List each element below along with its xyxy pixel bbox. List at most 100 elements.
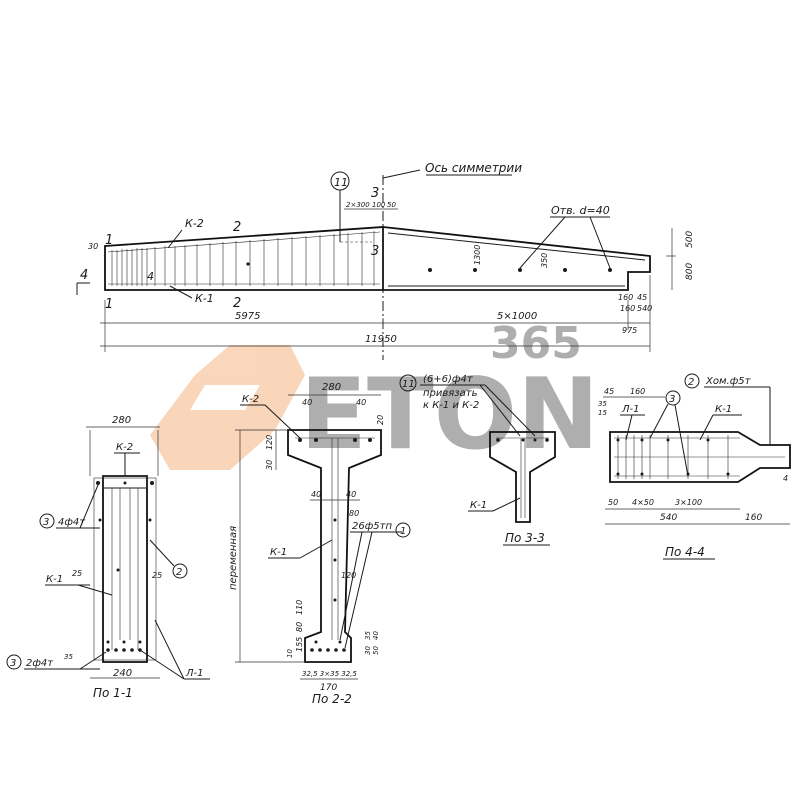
section-2-2-r30: 30: [364, 646, 372, 655]
section-1-1-callout-3a-circle: [39, 513, 55, 529]
section-2-2-bottom-dims: 32,5 3×35 32,5: [302, 670, 357, 678]
elevation-k2-label: К-2: [185, 217, 204, 230]
symmetry-axis-label: Ось симметрии: [425, 161, 522, 175]
section-4-4-title: По 4-4: [665, 545, 705, 559]
section-1-1-k1-leader: [77, 584, 113, 596]
section-3-3-bars: [496, 438, 549, 442]
section-4-4-l1: Л-1: [621, 404, 640, 415]
section-2-2-r50: 50: [372, 646, 380, 655]
section-1-1-callout-3a: 3: [43, 517, 49, 528]
section-1-1-bars: [96, 481, 154, 652]
section-3-3-callout-11-circle: [399, 374, 417, 392]
dim-100: 100: [372, 201, 386, 209]
section-2-2-d40c: 40: [311, 490, 321, 499]
dim-160-top: 160: [618, 293, 633, 302]
section-mark-1-bottom: 1: [105, 297, 113, 312]
dim-500: 500: [685, 231, 695, 248]
section-1-1: 280 К-2 3 4ф4т К-1 25 25 2 3 2ф4т 35 Л-1…: [6, 415, 210, 700]
opening-leader-2: [589, 216, 611, 269]
section-4-4-d540: 540: [660, 513, 677, 523]
section-1-1-callout-2: 2: [176, 567, 182, 578]
section-2-2-r35: 35: [364, 631, 372, 640]
section-4-4-d3x100: 3×100: [675, 498, 702, 507]
elevation-k1-leader: [169, 285, 193, 299]
section-2-2-d120b: 120: [341, 571, 356, 580]
elevation-k2-leader: [167, 229, 183, 249]
dim-540: 540: [637, 304, 652, 313]
section-2-2-height-label: переменная: [228, 526, 239, 590]
section-2-2-title: По 2-2: [312, 692, 352, 706]
section-2-2-bars: [298, 438, 372, 652]
section-1-1-callout-3b-circle: [6, 654, 22, 670]
symmetry-axis-leader: [382, 169, 421, 179]
section-3-3-note-leader-1: [479, 384, 521, 437]
section-4-4-k1-leader: [699, 414, 714, 441]
watermark-number: 365: [490, 318, 582, 369]
section-2-2-k1-leader: [299, 539, 333, 559]
section-4-4-callout-2: 2: [688, 377, 694, 388]
beam-top-rebar-left: [107, 231, 381, 253]
section-1-1-top-width: 280: [112, 415, 131, 426]
section-2-2-strand-spec: 26ф5тп: [352, 521, 392, 532]
section-3-3-callout-11: 11: [402, 379, 415, 390]
section-2-2-d40a: 40: [302, 398, 312, 407]
section-1-1-rebar-3b-leader: [79, 651, 107, 670]
watermark-text: ETON: [300, 358, 599, 472]
section-4-4-k1: К-1: [715, 404, 732, 415]
section-4-4-callout-3-leader-2: [674, 404, 689, 477]
dim-800: 800: [685, 263, 695, 280]
section-1-1-bottom-width: 240: [113, 668, 132, 679]
dim-160-bottom: 160: [620, 304, 635, 313]
watermark-hexagon-icon: [150, 345, 305, 470]
opening-diameter-label: Отв. d=40: [551, 204, 610, 217]
section-4-4-d15: 15: [598, 409, 607, 417]
section-1-1-cover-r: 25: [152, 571, 162, 580]
section-3-3-note-leader-2: [484, 384, 536, 437]
section-2-2-r40: 40: [372, 631, 380, 640]
section-1-1-callout-3b: 3: [10, 658, 16, 669]
section-2-2-top-width: 280: [322, 382, 341, 393]
section-3-3: 11 (6+6)ф4т привязать к К-1 и К-2 К-1 По…: [399, 374, 556, 546]
section-2-2-d30: 30: [265, 460, 274, 470]
section-mark-3-bottom: 3: [371, 244, 379, 259]
section-2-2-d80: 80: [349, 509, 359, 518]
section-3-3-note-1: привязать: [423, 388, 478, 399]
section-2-2-callout-1-circle: [395, 522, 411, 538]
section-4-4-d4: 4: [783, 474, 788, 483]
section-4-4-d50: 50: [608, 498, 618, 507]
section-1-1-stirrup-outer: [93, 477, 157, 661]
section-mark-2-bottom: 2: [233, 296, 241, 311]
section-1-1-rebar-3b-spec: 2ф4т: [26, 658, 54, 669]
section-1-1-callout-2-leader: [149, 539, 175, 567]
section-4-4-callout-3-circle: [665, 390, 681, 406]
elevation-k1-label: К-1: [195, 292, 214, 305]
dim-975: 975: [622, 326, 637, 335]
section-1-1-callout-2-circle: [172, 563, 188, 579]
section-1-1-l1: Л-1: [185, 668, 204, 679]
section-4-4-outline: [609, 431, 791, 483]
section-1-1-l1-leader-1: [139, 649, 185, 680]
section-1-1-rebar-3a-leader: [79, 484, 99, 529]
section-2-2-d40b: 40: [356, 398, 366, 407]
section-1-1-d35: 35: [64, 653, 73, 661]
dim-5x1000: 5×1000: [497, 311, 537, 322]
section-2-2-k2: К-2: [242, 394, 259, 405]
section-1-1-cover-l: 25: [72, 569, 82, 578]
section-1-1-outline: [102, 475, 148, 663]
section-2-2-d40d: 40: [346, 490, 356, 499]
section-4-4-callout-2-circle: [684, 373, 700, 389]
section-4-4-bars: [616, 438, 730, 476]
section-3-3-outline: [489, 431, 556, 523]
section-1-1-k2: К-2: [116, 442, 133, 453]
section-2-2-strand-leader-1: [339, 531, 363, 641]
section-2-2-strand-leader-2: [344, 531, 373, 649]
section-mark-3-top: 3: [371, 186, 379, 201]
section-4-4-d160b: 160: [745, 513, 762, 523]
section-1-1-k1: К-1: [46, 574, 63, 585]
section-mark-2-top: 2: [233, 220, 241, 235]
section-4-4: 45 160 35 15 2 Хом.ф5т 3 Л-1 К-1 4 50 4×…: [598, 373, 791, 560]
section-2-2-k2-leader: [264, 404, 301, 439]
watermark: ETON 365: [150, 318, 599, 472]
